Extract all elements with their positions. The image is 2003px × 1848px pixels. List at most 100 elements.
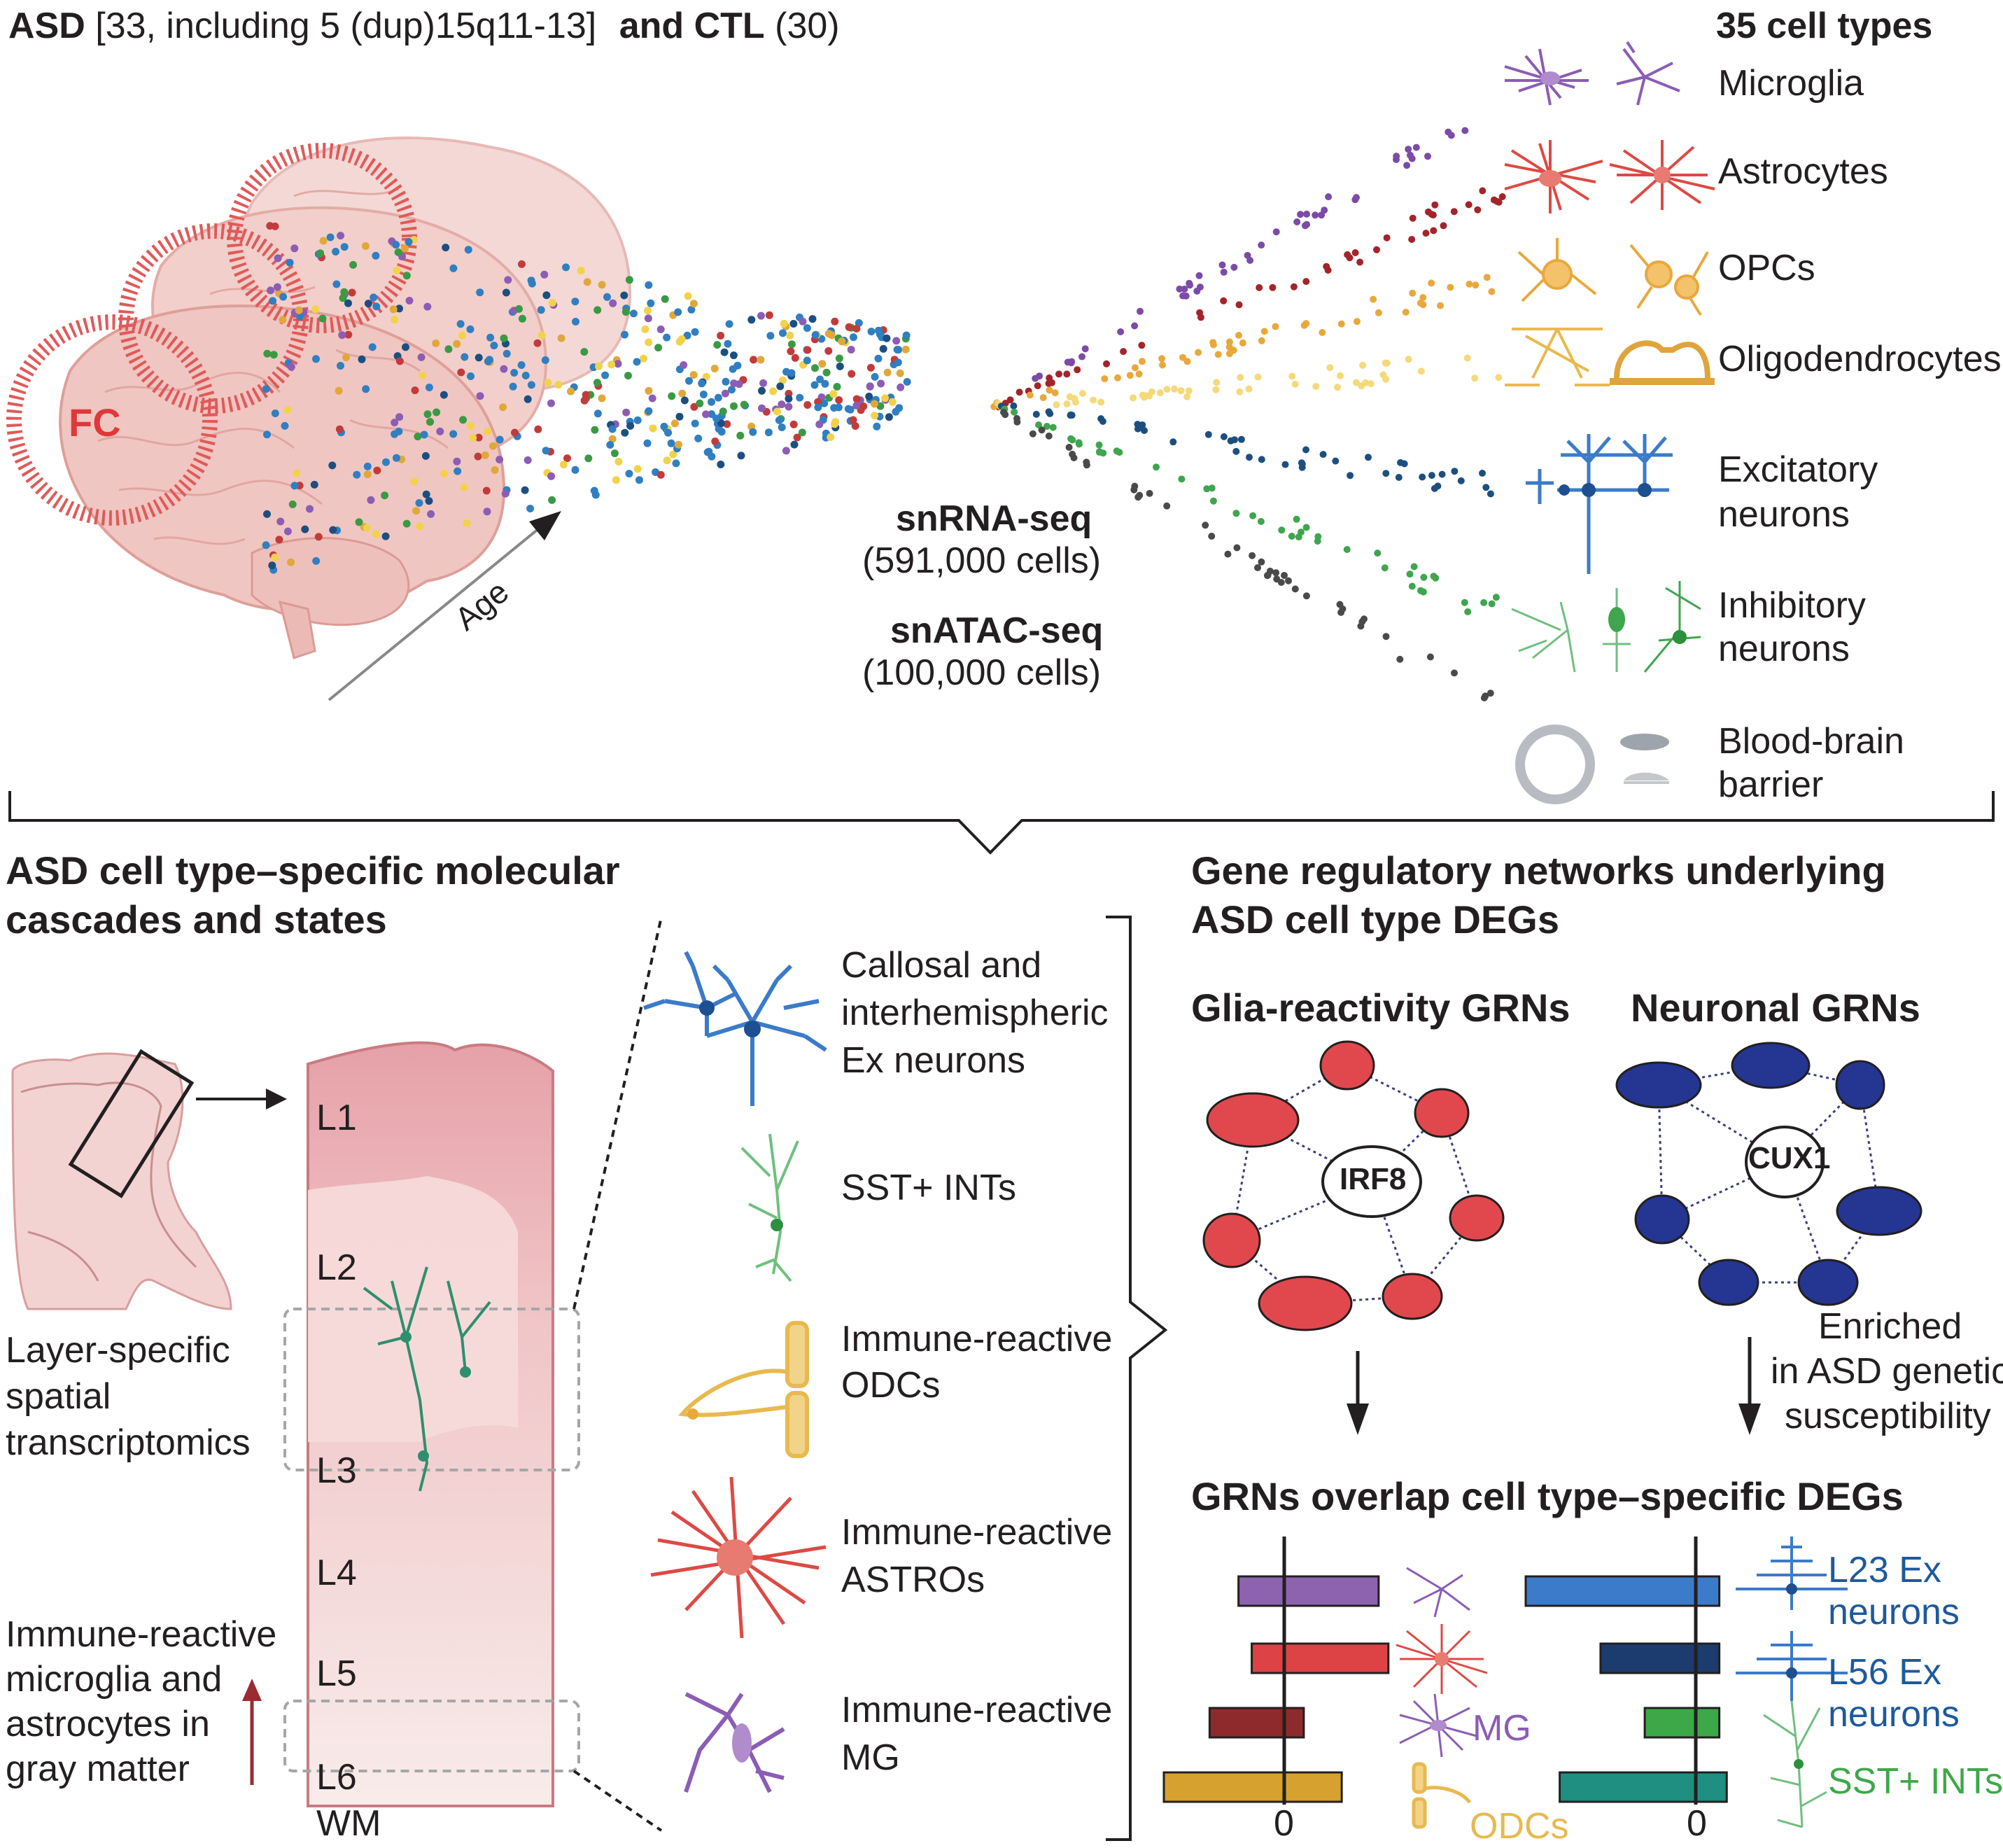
layer-l1: L1 (316, 1098, 357, 1138)
cell-dot (275, 536, 283, 544)
deg-bar (1162, 1771, 1343, 1803)
cell-dot (1463, 354, 1471, 362)
cell-dot (1141, 427, 1148, 434)
cell-dot (405, 238, 413, 246)
cell-dot (363, 462, 372, 470)
cell-dot (844, 405, 852, 413)
cell-dot (1038, 426, 1046, 434)
cell-dot (1035, 421, 1042, 428)
cell-dot (1326, 364, 1334, 372)
cell-dot (281, 421, 289, 430)
cell-dot (271, 222, 279, 230)
cell-type-inhibitory-line1: Inhibitory (1718, 585, 1866, 626)
cell-dot (789, 320, 798, 328)
cell-dot (1347, 472, 1354, 479)
cell-dot (1428, 211, 1435, 218)
cell-dot (829, 390, 838, 398)
cell-dot (1131, 322, 1139, 330)
cell-dot (775, 416, 783, 424)
cell-dot (786, 331, 794, 340)
cell-dot (440, 391, 448, 399)
cell-dot (834, 403, 843, 412)
cell-dot (1135, 370, 1143, 378)
cell-dot (764, 428, 773, 437)
cell-dot (689, 371, 698, 379)
cell-dot (1281, 461, 1289, 468)
cell-dot (689, 300, 698, 308)
chart-label-l23: L23 Ex neurons (1828, 1550, 1960, 1632)
cell-dot (1487, 690, 1494, 697)
cell-dot (489, 442, 497, 450)
cell-dot (355, 518, 363, 526)
cell-types-title: 35 cell types (1716, 6, 1933, 46)
cell-dot (621, 428, 629, 437)
cell-dot (1353, 194, 1360, 202)
cell-dot (730, 402, 738, 410)
cell-dot (500, 365, 508, 373)
cell-dot (1498, 193, 1506, 200)
cell-dot (1120, 348, 1127, 356)
cell-dot (457, 368, 465, 377)
cell-dot (883, 334, 891, 342)
cell-dot (593, 306, 602, 314)
grn-node (1202, 1212, 1261, 1268)
cell-dot (1095, 441, 1103, 449)
cell-dot (1156, 389, 1164, 397)
cell-dot (391, 316, 399, 324)
immune-line1: Immune-reactive (6, 1614, 277, 1655)
grn-node (1615, 1061, 1702, 1109)
cell-dot (1258, 241, 1265, 249)
cell-dot (635, 476, 643, 484)
cell-dot (1213, 379, 1221, 386)
glia-grn-title: Glia-reactivity GRNs (1191, 986, 1570, 1030)
cell-dot (1237, 435, 1245, 443)
sst-int-icon (740, 1133, 799, 1282)
cell-dot (883, 368, 892, 377)
cell-dot (624, 372, 632, 380)
cell-dot (803, 356, 811, 365)
cell-dot (1070, 454, 1078, 461)
cell-dot (669, 450, 677, 458)
cell-dot (1179, 292, 1187, 300)
layer-l2: L2 (316, 1247, 357, 1288)
cell-dot (1063, 370, 1071, 378)
cell-dot (1419, 473, 1426, 481)
cell-dot (1169, 438, 1177, 446)
cell-dot (601, 371, 610, 379)
cell-dot (1232, 447, 1240, 455)
asd-detail: [33, including 5 (dup)15q11-13] (95, 6, 597, 46)
cell-dot (803, 401, 812, 409)
cell-dot (778, 424, 786, 431)
cell-dot (645, 281, 653, 289)
cell-dot (849, 416, 857, 424)
cell-dot (776, 382, 785, 391)
cell-dot (1099, 449, 1107, 457)
cell-dot (449, 430, 458, 438)
cell-dot (877, 379, 885, 388)
cell-dot (340, 288, 349, 296)
snatac-cells: (100,000 cells) (862, 652, 1102, 693)
immune-astro-line1: Immune-reactive (841, 1512, 1113, 1553)
cell-dot (416, 522, 424, 531)
cell-dot (758, 386, 766, 395)
cell-dot (675, 412, 684, 421)
cell-dot (620, 291, 628, 300)
cell-dot (1367, 380, 1375, 388)
blood-brain-barrier-icon (1515, 724, 1669, 804)
cell-dot (1081, 345, 1089, 353)
chart-left-xtick: 0 (1274, 1803, 1294, 1844)
cell-dot (1235, 301, 1243, 309)
cell-dot (271, 410, 279, 417)
cell-dot (1408, 582, 1416, 590)
cell-dot (649, 424, 657, 433)
cell-dot (1045, 432, 1053, 440)
cell-dot (606, 441, 614, 449)
cell-dot (1178, 475, 1186, 483)
grn-node (1258, 1275, 1353, 1331)
cell-dot (1139, 358, 1146, 365)
cell-dot (373, 466, 381, 475)
cell-dot (1246, 454, 1253, 461)
cell-dot (787, 347, 795, 356)
cell-dot (645, 386, 653, 395)
cell-dot (1065, 444, 1073, 451)
